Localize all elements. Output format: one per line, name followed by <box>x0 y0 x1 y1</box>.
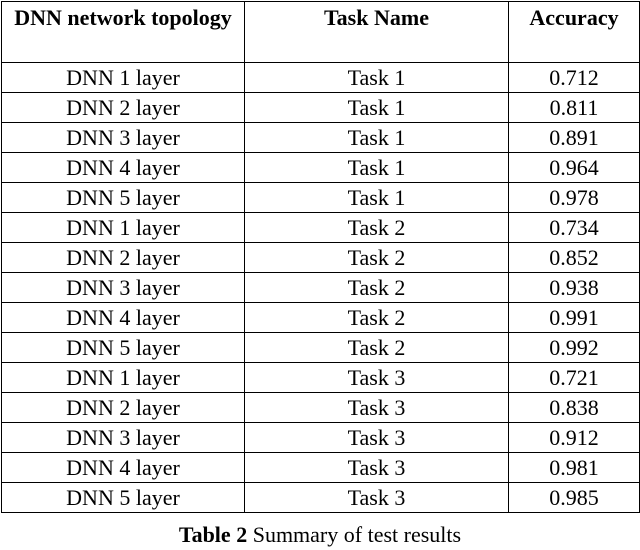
cell-topology: DNN 5 layer <box>1 182 245 213</box>
cell-accuracy: 0.912 <box>508 422 640 453</box>
cell-topology: DNN 3 layer <box>1 122 245 153</box>
cell-accuracy: 0.712 <box>508 62 640 93</box>
cell-accuracy: 0.991 <box>508 302 640 333</box>
cell-task-name: Task 1 <box>244 92 509 123</box>
cell-accuracy: 0.811 <box>508 92 640 123</box>
cell-topology: DNN 5 layer <box>1 332 245 363</box>
cell-topology: DNN 3 layer <box>1 272 245 303</box>
cell-topology: DNN 2 layer <box>1 242 245 273</box>
cell-accuracy: 0.981 <box>508 452 640 483</box>
cell-task-name: Task 1 <box>244 152 509 183</box>
header-accuracy: Accuracy <box>508 1 640 63</box>
cell-topology: DNN 2 layer <box>1 92 245 123</box>
cell-task-name: Task 2 <box>244 302 509 333</box>
table-caption: Table 2 Summary of test results <box>0 521 640 549</box>
cell-topology: DNN 5 layer <box>1 482 245 513</box>
header-task-name: Task Name <box>244 1 509 63</box>
cell-task-name: Task 3 <box>244 392 509 423</box>
table-header-row: DNN network topology Task Name Accuracy <box>1 1 640 63</box>
results-table: DNN network topology Task Name Accuracy … <box>1 1 640 513</box>
cell-task-name: Task 1 <box>244 62 509 93</box>
cell-task-name: Task 3 <box>244 362 509 393</box>
cell-task-name: Task 2 <box>244 332 509 363</box>
cell-accuracy: 0.721 <box>508 362 640 393</box>
cell-topology: DNN 1 layer <box>1 62 245 93</box>
cell-accuracy: 0.852 <box>508 242 640 273</box>
cell-topology: DNN 4 layer <box>1 152 245 183</box>
cell-accuracy: 0.964 <box>508 152 640 183</box>
cell-accuracy: 0.938 <box>508 272 640 303</box>
cell-task-name: Task 2 <box>244 272 509 303</box>
cell-task-name: Task 1 <box>244 122 509 153</box>
cell-topology: DNN 4 layer <box>1 452 245 483</box>
cell-task-name: Task 3 <box>244 422 509 453</box>
cell-topology: DNN 4 layer <box>1 302 245 333</box>
cell-accuracy: 0.992 <box>508 332 640 363</box>
cell-topology: DNN 1 layer <box>1 212 245 243</box>
cell-accuracy: 0.891 <box>508 122 640 153</box>
cell-topology: DNN 1 layer <box>1 362 245 393</box>
header-topology: DNN network topology <box>1 1 245 63</box>
cell-task-name: Task 3 <box>244 482 509 513</box>
cell-accuracy: 0.838 <box>508 392 640 423</box>
cell-task-name: Task 1 <box>244 182 509 213</box>
cell-accuracy: 0.978 <box>508 182 640 213</box>
cell-task-name: Task 2 <box>244 242 509 273</box>
caption-label: Table 2 <box>178 522 248 547</box>
cell-accuracy: 0.985 <box>508 482 640 513</box>
cell-task-name: Task 3 <box>244 452 509 483</box>
cell-topology: DNN 3 layer <box>1 422 245 453</box>
cell-accuracy: 0.734 <box>508 212 640 243</box>
cell-task-name: Task 2 <box>244 212 509 243</box>
caption-text: Summary of test results <box>247 522 462 547</box>
cell-topology: DNN 2 layer <box>1 392 245 423</box>
